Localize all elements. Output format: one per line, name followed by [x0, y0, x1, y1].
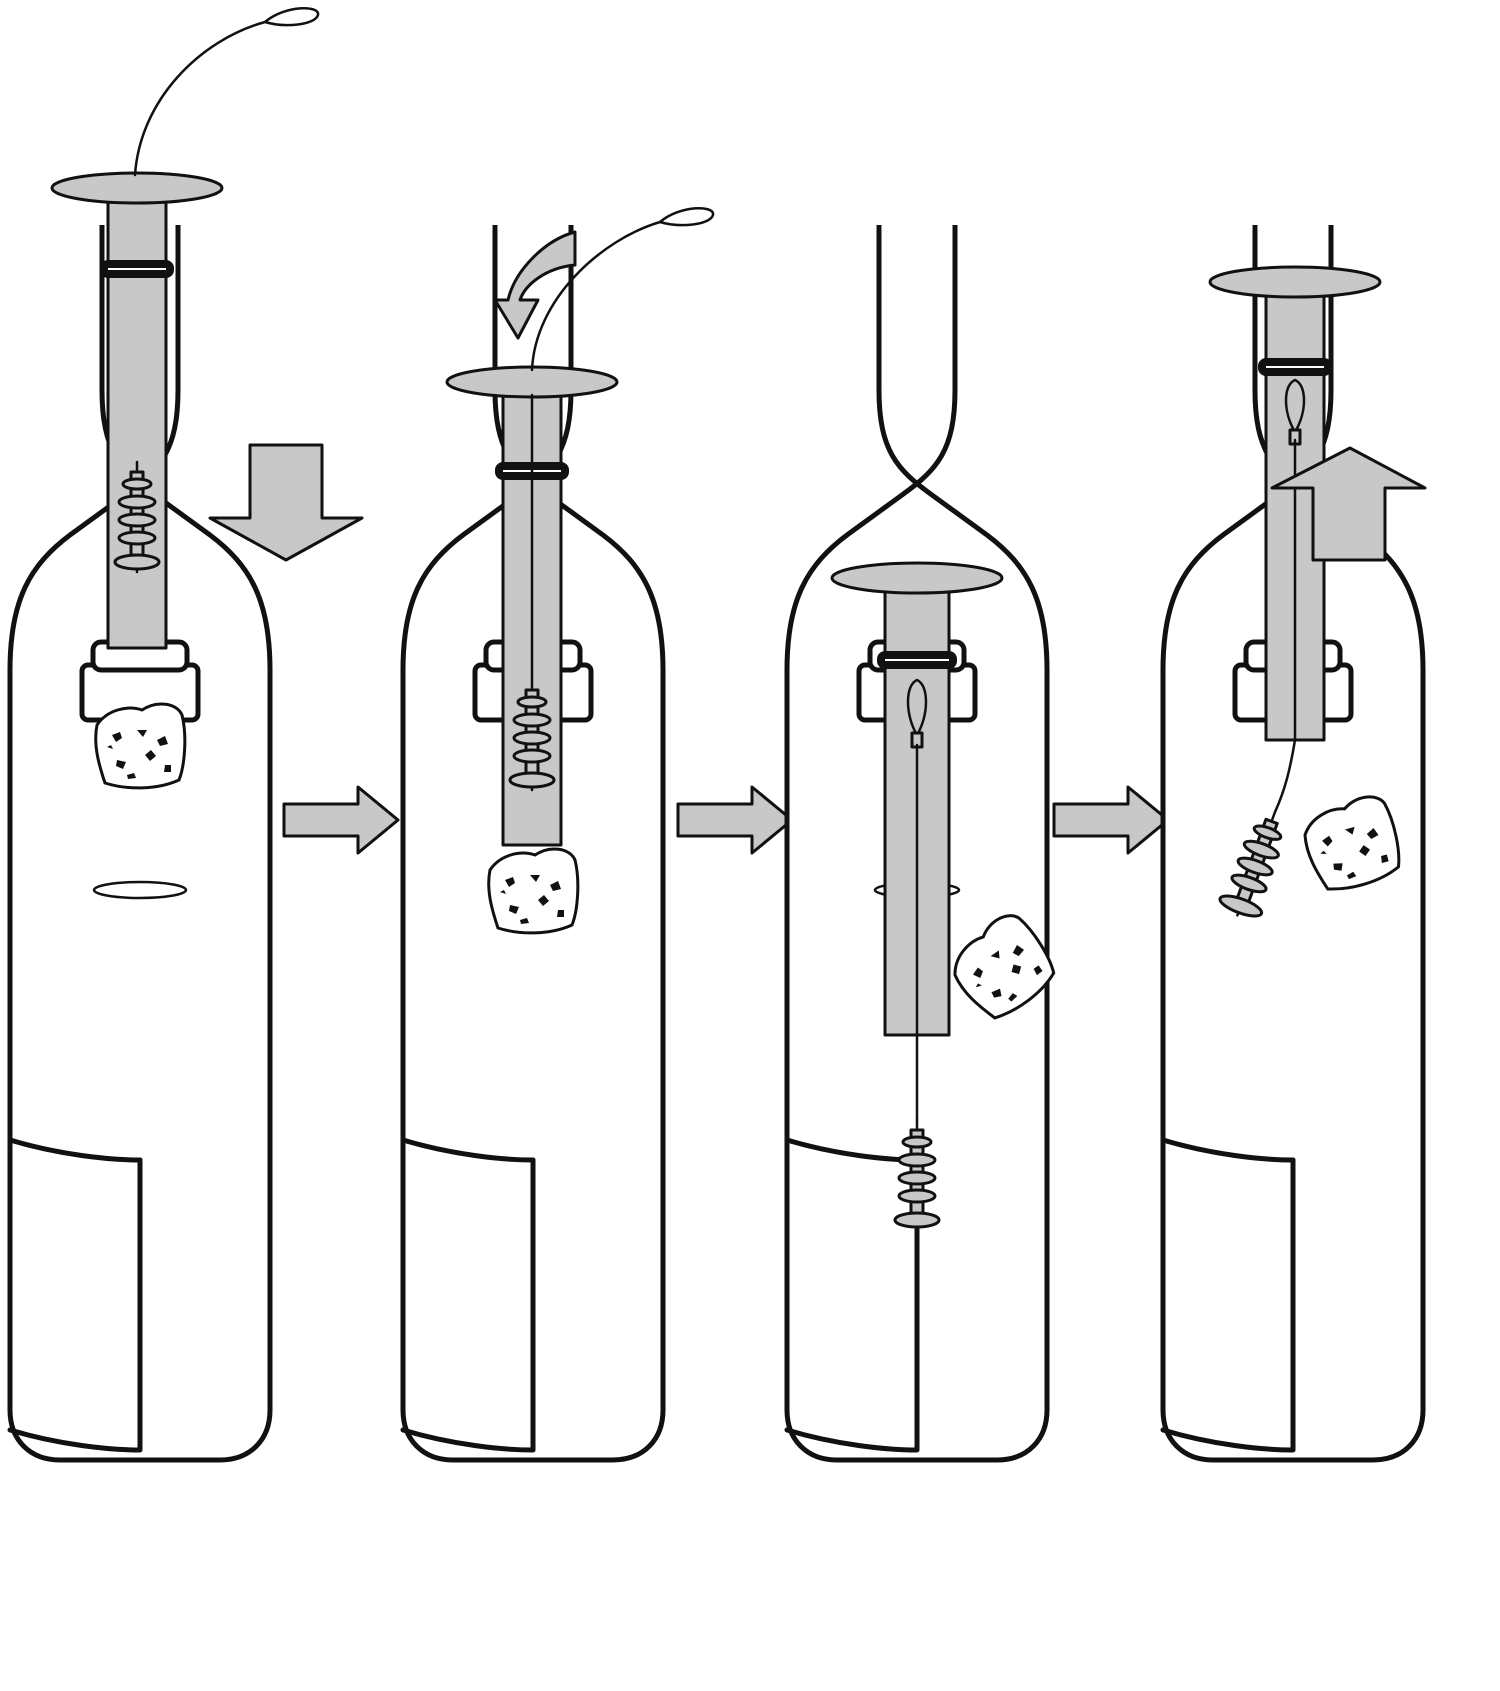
- step-3-to-4-arrow: [1052, 785, 1170, 855]
- cork-icon: [94, 702, 187, 790]
- step-1-to-2-arrow: [282, 785, 400, 855]
- cork-extractor-tool-icon: [50, 6, 320, 650]
- cork-extractor-tool-icon: [445, 206, 715, 847]
- step-2-to-3-arrow: [676, 785, 794, 855]
- cork-extractor-tool-icon: [830, 561, 1004, 1232]
- cork-icon: [487, 847, 580, 935]
- step-4-group: [1160, 225, 1427, 1460]
- step-3-group: [784, 225, 1065, 1460]
- step-2-group: [400, 206, 715, 1460]
- push-down-arrow: [208, 443, 364, 562]
- step-1-group: [7, 6, 364, 1460]
- insert-string-arrow: [493, 230, 577, 340]
- pull-up-arrow: [1270, 446, 1427, 562]
